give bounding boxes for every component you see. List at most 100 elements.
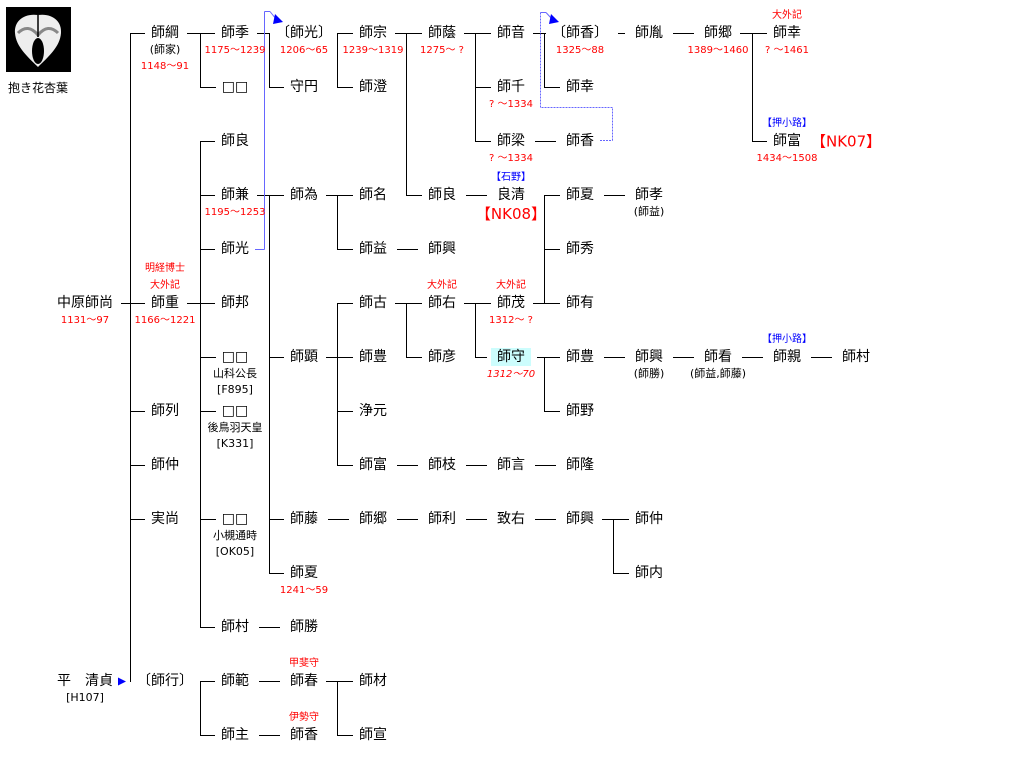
below-labels: (師勝) (634, 366, 665, 382)
person-name[interactable]: 師重 (151, 295, 179, 311)
below-labels: ? 〜1461 (765, 42, 809, 59)
person-name[interactable]: 師幸 (773, 25, 801, 41)
person-name[interactable]: 師良 (221, 133, 249, 149)
person-name[interactable]: 師枝 (428, 457, 456, 473)
person-name[interactable]: 〔師行〕 (137, 673, 193, 689)
person-name[interactable]: 師胤 (635, 25, 663, 41)
person-name[interactable]: □□ (221, 403, 249, 419)
annotation-label: 伊勢守 (289, 712, 319, 723)
person-name[interactable]: 師孝 (635, 187, 663, 203)
person-name[interactable]: 師主 (221, 727, 249, 743)
person-name[interactable]: 師興 (635, 349, 663, 365)
annotation-label: 大外記 (496, 280, 526, 291)
person-name[interactable]: 師利 (428, 511, 456, 527)
person-name[interactable]: 師澄 (359, 79, 387, 95)
person-name[interactable]: 師良 (428, 187, 456, 203)
person-name[interactable]: 師千 (497, 79, 525, 95)
person-name[interactable]: 師梁 (497, 133, 525, 149)
person-name[interactable]: 師古 (359, 295, 387, 311)
person-name[interactable]: 師豊 (359, 349, 387, 365)
annotation-label: 1131〜97 (60, 315, 110, 326)
person-name[interactable]: 師顕 (290, 349, 318, 365)
person-name[interactable]: 師蔭 (428, 25, 456, 41)
person-name[interactable]: 〔師香〕 (552, 25, 608, 41)
person-name[interactable]: 師光 (221, 241, 249, 257)
below-labels: 山科公長 [F895] (213, 366, 257, 398)
person-name[interactable]: 師豊 (566, 349, 594, 365)
person-name[interactable]: 師有 (566, 295, 594, 311)
person-name[interactable]: 師夏 (566, 187, 594, 203)
person-name[interactable]: 師香 (290, 727, 318, 743)
note-label: 山科公長 (213, 367, 257, 380)
person-name[interactable]: 師秀 (566, 241, 594, 257)
person-name[interactable]: 師言 (497, 457, 525, 473)
person-name[interactable]: 師興 (428, 241, 456, 257)
person-name[interactable]: 守円 (290, 79, 318, 95)
note-label: [F895] (217, 383, 253, 396)
person-name[interactable]: 師範 (221, 673, 249, 689)
person-name[interactable]: 師富 (359, 457, 387, 473)
person-name[interactable]: 師茂 (497, 295, 525, 311)
person-name[interactable]: 師列 (151, 403, 179, 419)
person-name[interactable]: 師邦 (221, 295, 249, 311)
arrow-icon (118, 677, 126, 686)
person-name[interactable]: 師宗 (359, 25, 387, 41)
above-labels: 伊勢守 (289, 709, 319, 726)
annotation-label: 1389〜1460 (687, 45, 749, 56)
person-name[interactable]: 師香 (566, 133, 594, 149)
person-name[interactable]: 〔師光〕 (276, 25, 332, 41)
below-labels: 【NK08】 (476, 204, 546, 224)
below-labels: (師家)1148〜91 (141, 42, 189, 75)
person-name[interactable]: 師興 (566, 511, 594, 527)
person-name[interactable]: 師隆 (566, 457, 594, 473)
person-name[interactable]: 師看 (704, 349, 732, 365)
note-label: (師益) (633, 205, 665, 218)
person-name[interactable]: □□ (221, 349, 249, 365)
person-name[interactable]: 師幸 (566, 79, 594, 95)
person-name[interactable]: 師音 (497, 25, 525, 41)
person-name[interactable]: 師為 (290, 187, 318, 203)
person-name[interactable]: 実尚 (151, 511, 179, 527)
person-name[interactable]: 師仲 (635, 511, 663, 527)
person-name[interactable]: 師富 (773, 133, 801, 149)
person-name[interactable]: 師季 (221, 25, 249, 41)
annotation-label: 1325〜88 (555, 45, 605, 56)
person-name[interactable]: 師益 (359, 241, 387, 257)
person-name[interactable]: 師内 (635, 565, 663, 581)
below-labels: 1131〜97 (61, 312, 109, 329)
person-name[interactable]: 師夏 (290, 565, 318, 581)
person-name[interactable]: 師右 (428, 295, 456, 311)
person-name[interactable]: 平 清貞 (57, 673, 113, 689)
annotation-label: ? 〜1461 (765, 45, 809, 56)
note-label: 【押小路】 (762, 118, 812, 129)
below-labels: 1241〜59 (280, 582, 328, 599)
person-name[interactable]: □□ (221, 511, 249, 527)
person-name[interactable]: 師名 (359, 187, 387, 203)
person-name[interactable]: 師村 (842, 349, 870, 365)
person-name[interactable]: 師野 (566, 403, 594, 419)
person-name[interactable]: 師勝 (290, 619, 318, 635)
person-name[interactable]: 師春 (290, 673, 318, 689)
note-label: [K331] (216, 437, 254, 450)
person-name[interactable]: 師村 (221, 619, 249, 635)
person-name[interactable]: 師郷 (359, 511, 387, 527)
person-name[interactable]: 師宣 (359, 727, 387, 743)
person-name[interactable]: 師彦 (428, 349, 456, 365)
person-name[interactable]: 師藤 (290, 511, 318, 527)
below-labels: 後鳥羽天皇[K331] (208, 420, 263, 452)
person-name[interactable]: 良清 (497, 187, 525, 203)
person-name[interactable]: 師仲 (151, 457, 179, 473)
person-name[interactable]: 師郷 (704, 25, 732, 41)
person-name[interactable]: 師親 (773, 349, 801, 365)
person-name[interactable]: 浄元 (359, 403, 387, 419)
person-name[interactable]: 師綱 (151, 25, 179, 41)
person-name[interactable]: 師守 (491, 348, 531, 366)
annotation-label: 1434〜1508 (756, 153, 818, 164)
person-name[interactable]: 致右 (497, 511, 525, 527)
person-name[interactable]: 中原師尚 (57, 295, 113, 311)
annotation-label: 1312〜 ? (489, 315, 533, 326)
person-name[interactable]: 師兼 (221, 187, 249, 203)
person-name[interactable]: □□ (221, 79, 249, 95)
person-name[interactable]: 師材 (359, 673, 387, 689)
